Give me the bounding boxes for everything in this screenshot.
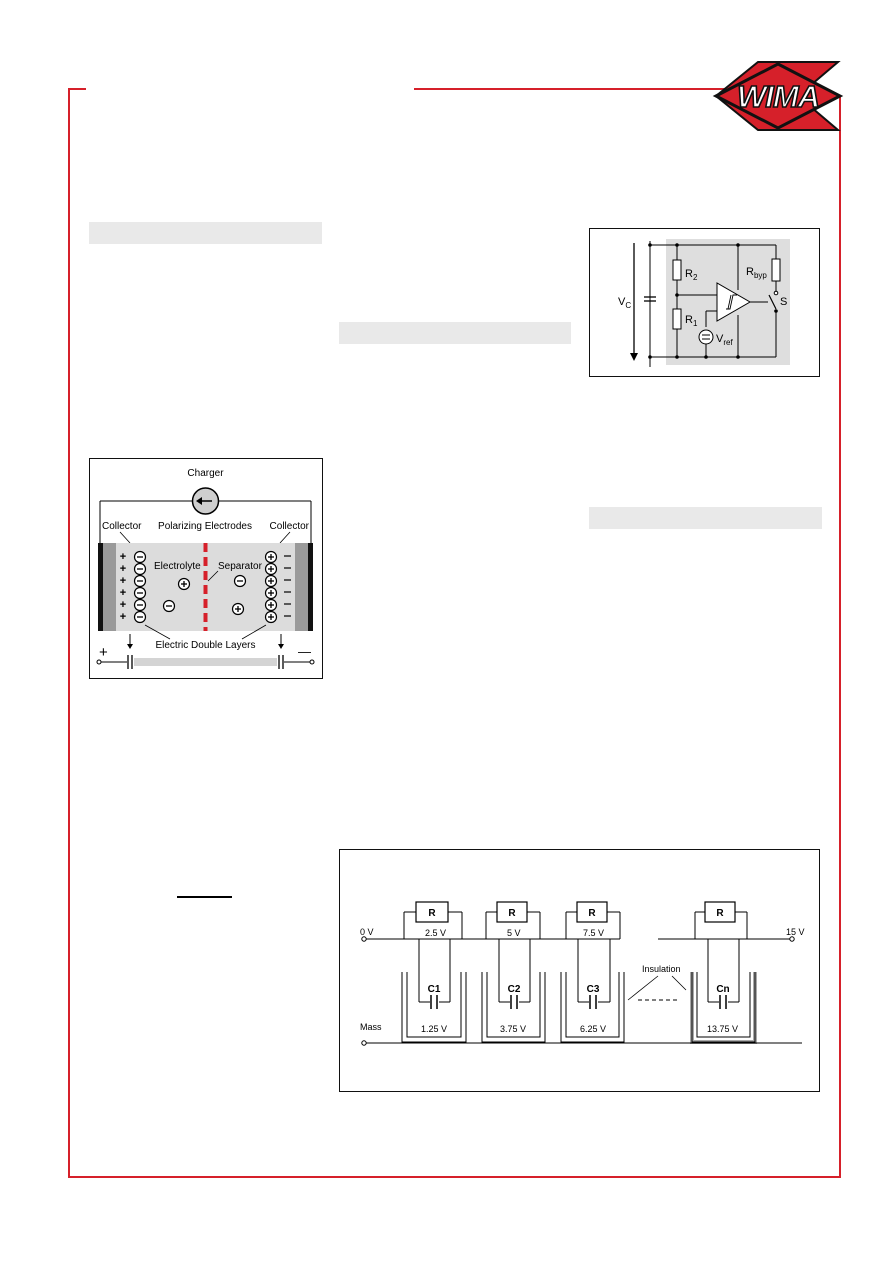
svg-text:+: + xyxy=(120,599,126,611)
rbyp-label: Rbyp xyxy=(746,266,767,280)
cap-label-n: Cn xyxy=(716,984,729,995)
resistor-2-label: R xyxy=(508,908,516,919)
figure-bypass-circuit: VC R2 R1 Vref Rbyp S xyxy=(589,228,820,377)
frame-right xyxy=(839,96,841,1178)
frame-top-right xyxy=(414,88,734,90)
svg-text:+: + xyxy=(120,587,126,599)
node-voltage-2: 5 V xyxy=(507,928,521,938)
double-layers-label: Electric Double Layers xyxy=(155,640,255,651)
mass-label: Mass xyxy=(360,1022,382,1032)
wima-logo: WIMA xyxy=(712,61,844,131)
plus-terminal: + xyxy=(99,644,108,661)
switch-label: S xyxy=(780,296,787,308)
r2-label: R2 xyxy=(685,268,698,282)
frame-left xyxy=(68,88,70,1178)
series-connection-diagram: R R R R 0 V 15 V Mass Insu xyxy=(360,901,805,1046)
svg-text:+: + xyxy=(120,611,126,623)
minus-terminal: — xyxy=(298,644,311,659)
node-voltage-1: 2.5 V xyxy=(425,928,446,938)
cap-voltage-3: 6.25 V xyxy=(580,1024,606,1034)
separator-label: Separator xyxy=(218,561,263,572)
v-end-label: 15 V xyxy=(786,927,805,937)
svg-text:+: + xyxy=(120,551,126,563)
figure-series-connection: R R R R 0 V 15 V Mass Insu xyxy=(339,849,820,1092)
charger-label: Charger xyxy=(187,468,224,479)
cap-voltage-2: 3.75 V xyxy=(500,1024,526,1034)
collector-right-label: Collector xyxy=(270,521,310,532)
polarizing-electrodes-label: Polarizing Electrodes xyxy=(158,521,252,532)
frame-bottom xyxy=(68,1176,841,1178)
resistor-3-label: R xyxy=(588,908,596,919)
resistor-n-label: R xyxy=(716,908,724,919)
cap-label-1: C1 xyxy=(428,984,441,995)
logo-text: WIMA xyxy=(737,79,819,114)
section-heading-bar-1 xyxy=(89,222,322,244)
electrolyte-label: Electrolyte xyxy=(154,561,201,572)
frame-top-left xyxy=(68,88,86,90)
insulation-label: Insulation xyxy=(642,964,681,974)
node-voltage-3: 7.5 V xyxy=(583,928,604,938)
vc-label: VC xyxy=(618,296,631,310)
double-layer-diagram: Charger Collector Polarizing Electrodes … xyxy=(96,468,315,669)
collector-left-label: Collector xyxy=(102,521,142,532)
bypass-circuit-diagram: VC R2 R1 Vref Rbyp S xyxy=(618,239,790,367)
r1-label: R1 xyxy=(685,314,698,328)
figure-double-layer: Charger Collector Polarizing Electrodes … xyxy=(89,458,323,679)
svg-text:+: + xyxy=(120,575,126,587)
section-heading-bar-3 xyxy=(589,507,822,529)
resistor-1-label: R xyxy=(428,908,436,919)
formula-fraction-line xyxy=(177,896,232,898)
section-heading-bar-2 xyxy=(339,322,571,344)
cap-voltage-n: 13.75 V xyxy=(707,1024,738,1034)
v-start-label: 0 V xyxy=(360,927,374,937)
vref-label: Vref xyxy=(716,333,733,347)
cap-label-3: C3 xyxy=(587,984,600,995)
cap-voltage-1: 1.25 V xyxy=(421,1024,447,1034)
cap-label-2: C2 xyxy=(508,984,521,995)
svg-text:+: + xyxy=(120,563,126,575)
